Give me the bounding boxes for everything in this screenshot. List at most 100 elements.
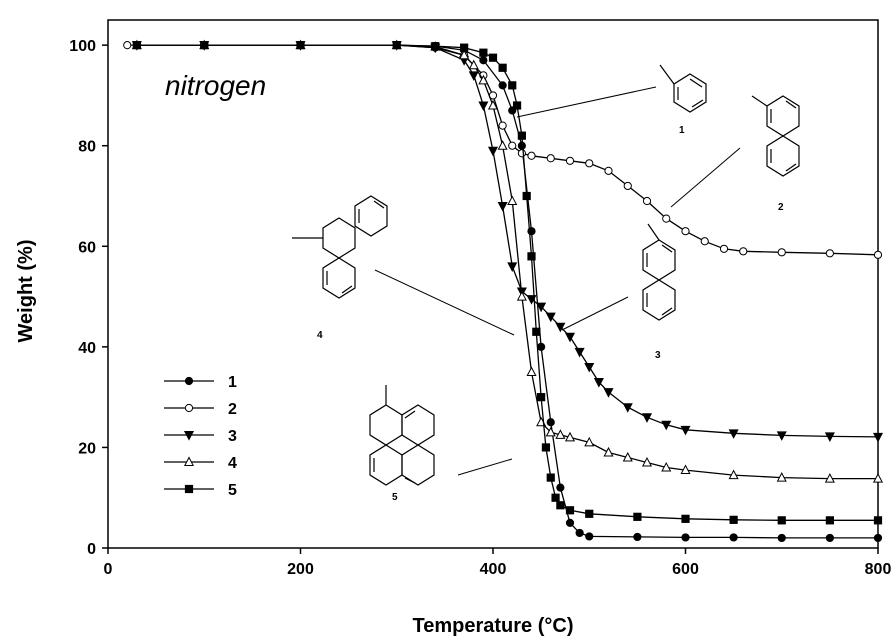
data-point-2	[565, 156, 575, 165]
data-point-5	[556, 501, 565, 510]
y-tick-label: 100	[69, 38, 96, 55]
legend: 1 2 3 4 5	[164, 374, 237, 499]
legend-item-5: 5	[164, 482, 237, 499]
data-point-4	[526, 366, 537, 376]
structure-1-icon: 1	[659, 64, 707, 136]
structure-label-5: 5	[392, 492, 398, 503]
data-point-2	[777, 248, 786, 257]
legend-item-3: 3	[164, 428, 237, 445]
series-4	[131, 39, 884, 483]
y-tick-label: 60	[78, 239, 96, 256]
legend-marker-2	[184, 403, 194, 413]
series-line-5	[136, 44, 878, 521]
data-point-2	[700, 237, 709, 246]
data-point-4	[776, 472, 787, 482]
data-point-1	[633, 532, 642, 542]
data-point-4	[459, 49, 470, 60]
legend-marker-3	[183, 431, 195, 441]
data-point-4	[872, 473, 884, 483]
data-point-2	[604, 166, 613, 175]
data-point-5	[546, 473, 555, 482]
data-point-5	[825, 516, 834, 525]
data-point-5	[132, 41, 141, 50]
data-point-5	[537, 393, 546, 402]
data-point-2	[719, 244, 729, 253]
x-tick-label: 600	[672, 561, 699, 578]
data-point-5	[200, 41, 209, 50]
arrow-1	[516, 86, 657, 118]
data-point-3	[574, 347, 585, 358]
data-point-3	[603, 388, 614, 398]
data-point-5	[729, 515, 738, 524]
atmosphere-annotation: nitrogen	[165, 70, 266, 101]
series-3	[131, 41, 884, 443]
data-point-3	[661, 420, 672, 431]
data-point-3	[478, 101, 489, 112]
data-point-3	[824, 432, 835, 442]
data-point-4	[487, 99, 499, 110]
data-point-1	[556, 483, 565, 492]
legend-item-1: 1	[164, 374, 237, 391]
data-point-2	[642, 196, 652, 206]
legend-item-2: 2	[164, 401, 237, 418]
y-tick-label: 0	[87, 541, 96, 558]
x-tick-label: 400	[480, 561, 507, 578]
data-point-3	[593, 378, 604, 388]
data-point-2	[825, 249, 834, 258]
data-point-2	[123, 41, 132, 50]
data-point-1	[585, 532, 594, 541]
y-axis-title: Weight (%)	[15, 240, 37, 343]
data-point-5	[488, 53, 498, 62]
data-point-5	[431, 42, 440, 51]
data-point-5	[479, 48, 488, 57]
data-point-4	[497, 140, 508, 150]
data-point-1	[498, 81, 507, 90]
legend-label-1: 1	[228, 374, 237, 391]
data-point-4	[584, 436, 595, 447]
data-point-5	[551, 493, 560, 502]
data-point-4	[641, 456, 653, 467]
data-point-3	[536, 302, 547, 313]
data-point-4	[824, 473, 835, 483]
data-point-3	[776, 431, 787, 441]
arrow-3	[561, 296, 629, 331]
data-point-3	[507, 262, 518, 272]
data-point-5	[508, 81, 517, 90]
data-point-4	[516, 290, 527, 301]
series-layer	[123, 39, 884, 543]
data-point-2	[498, 121, 507, 130]
data-point-1	[479, 56, 488, 65]
y-tick-label: 40	[78, 340, 96, 357]
legend-label-5: 5	[228, 482, 237, 499]
data-point-4	[507, 195, 518, 206]
data-point-1	[575, 528, 584, 538]
data-point-5	[296, 41, 305, 50]
data-point-3	[487, 146, 499, 157]
structure-label-2: 2	[778, 202, 784, 213]
x-tick-label: 800	[865, 561, 892, 578]
data-point-2	[681, 227, 690, 236]
series-line-3	[136, 44, 879, 438]
data-point-4	[603, 446, 614, 457]
data-point-5	[498, 63, 507, 72]
data-point-5	[873, 516, 883, 525]
data-point-3	[555, 322, 566, 333]
data-point-3	[584, 362, 595, 373]
data-point-5	[541, 443, 551, 452]
data-point-4	[478, 74, 489, 85]
x-tick-label: 0	[104, 561, 113, 578]
series-1	[132, 41, 883, 543]
data-point-1	[825, 533, 834, 543]
data-point-2	[508, 141, 517, 150]
data-point-4	[564, 431, 576, 442]
y-tick-label: 20	[78, 440, 96, 457]
legend-label-4: 4	[228, 455, 237, 472]
data-point-5	[460, 43, 469, 52]
data-point-3	[872, 432, 884, 443]
legend-marker-1	[184, 376, 194, 386]
data-point-1	[777, 533, 786, 543]
data-point-1	[537, 342, 546, 351]
data-point-5	[517, 131, 526, 140]
